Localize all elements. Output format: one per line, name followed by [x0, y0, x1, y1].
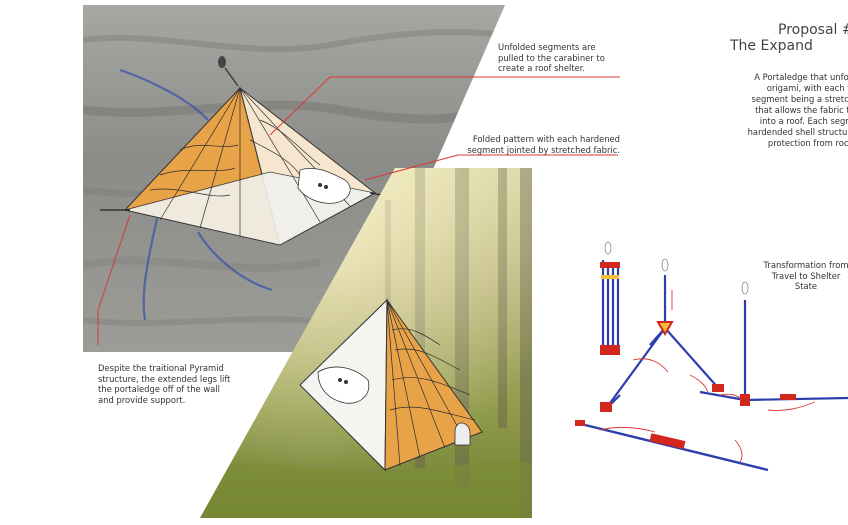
annotation-line: segment jointed by stretched fabric. [467, 144, 620, 155]
annotation-legs: Despite the traitional Pyramid structure… [98, 363, 278, 405]
annotation-line: Travel to Shelter [771, 270, 841, 281]
annotation-line: Folded pattern with each hardened [472, 134, 620, 144]
transformation-diagram [575, 241, 848, 472]
motion-arcs [119, 68, 273, 321]
lower-tent [299, 298, 483, 472]
annotation-line: Unfolded segments are [498, 42, 596, 52]
annotation-lines [97, 76, 620, 345]
description-line: into a roof. Each segment i [759, 116, 848, 126]
annotation-line: Transformation from [763, 260, 848, 270]
annotation-line: State [794, 281, 818, 291]
annotation-line: Despite the traitional Pyramid [98, 363, 224, 373]
title-line-1: Proposal # [778, 22, 848, 38]
annotation-transformation: Transformation from Travel to Shelter St… [746, 260, 848, 292]
stage-4-flat [584, 423, 769, 472]
annotation-folded: Folded pattern with each hardened segmen… [452, 134, 620, 155]
page-title: Proposal # The Expand [730, 22, 848, 54]
annotation-line: and provide support. [98, 394, 186, 405]
annotation-line: structure, the extended legs lift [98, 373, 231, 384]
stage-3-spread [699, 300, 848, 402]
description-line: protection from rock fa [767, 138, 848, 148]
description-line: that allows the fabric to stret [755, 105, 848, 115]
description-line: origami, with each foldi [766, 83, 848, 93]
annotation-unfolded: Unfolded segments are pulled to the cara… [498, 42, 638, 74]
annotation-line: the portaledge off of the wall [98, 384, 220, 394]
description-line: hardended shell structure to allo [747, 127, 848, 137]
annotation-line: pulled to the carabiner to [498, 52, 605, 63]
title-line-2: The Expand [730, 38, 813, 54]
description-line: segment being a stretched fab [751, 94, 848, 104]
description-line: A Portaledge that unfolds like [754, 72, 848, 82]
stage-2-tripod [604, 275, 721, 411]
annotation-line: create a roof shelter. [498, 63, 586, 73]
stage-1-folded [601, 260, 620, 352]
upper-tent [100, 56, 383, 246]
description-paragraph: A Portaledge that unfolds like origami, … [706, 72, 848, 149]
